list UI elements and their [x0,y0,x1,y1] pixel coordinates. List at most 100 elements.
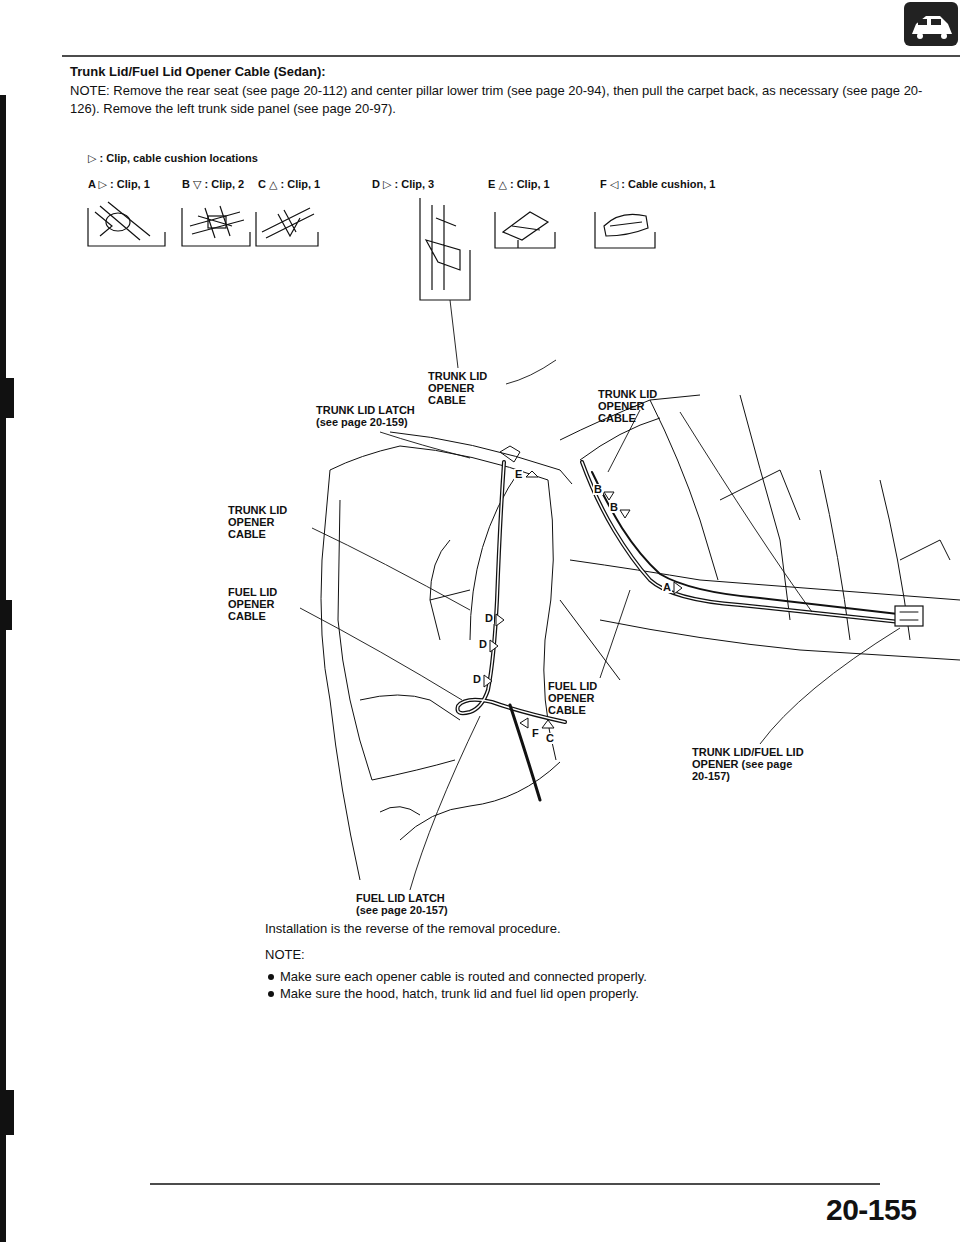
leader-line [410,716,480,890]
note-text: NOTE: Remove the rear seat (see page 20-… [70,82,950,117]
clip-legend-icons [190,206,244,238]
leader-line [312,528,470,610]
clip-markers [484,675,492,687]
page-frame [0,600,12,630]
callout-letter: D [484,613,494,624]
leader-line [760,628,900,744]
clip-markers [526,471,538,477]
clip-legend-icons [604,214,648,236]
clip-legend-icons [262,208,314,238]
note-heading: NOTE: [265,946,305,964]
clip-legend-icons [88,198,655,300]
cabin-illustration [650,400,718,580]
clip-legend-icons [595,212,655,248]
trunk-illustration [372,760,455,780]
clip-legend-icons [95,202,150,240]
clip-legend: F ◁ : Cable cushion, 1 [600,178,715,191]
leader-line [300,300,900,890]
bullet [268,974,274,980]
page-frame [918,19,927,25]
clip-legend: B ▽ : Clip, 2 [182,178,244,191]
callout-letter: B [609,502,619,513]
clip-legend-icons [503,212,548,248]
clip-legend: D ▷ : Clip, 3 [372,178,434,191]
trunk-illustration [400,446,548,480]
clip-markers [674,582,682,594]
callout-letter: B [593,484,603,495]
part-name: TRUNK LID LATCH (see page 20-159) [316,404,420,428]
page-frame [904,2,958,46]
opener-cable [582,462,900,622]
cabin-illustration [560,395,960,680]
part-name: TRUNK LID OPENER CABLE [598,388,682,424]
clip-legend-icons [88,208,165,246]
trunk-illustration [321,470,360,880]
trunk-illustration [360,695,460,720]
page-frame [0,378,14,418]
leader-line [450,300,458,368]
note-item: Make sure the hood, hatch, trunk lid and… [280,985,639,1003]
trunk-illustration [380,807,420,815]
leader-line [600,590,630,678]
cabin-illustration [720,470,800,520]
callout-letter: A [662,582,672,593]
opener-cable [458,462,566,800]
leader-line [506,360,556,384]
opener-cable [900,612,918,620]
part-name: FUEL LID OPENER CABLE [548,680,632,716]
page-frame [150,1183,880,1185]
callout-letter: D [478,639,488,650]
bullet [268,974,274,997]
opener-cable [582,462,900,622]
trunk-illustration [400,762,560,840]
clip-markers [484,471,682,728]
section-title: Trunk Lid/Fuel Lid Opener Cable (Sedan): [70,64,326,79]
instruction-text: Installation is the reverse of the remov… [265,920,561,938]
opener-cable [582,462,923,626]
page-number: 20-155 [826,1193,916,1227]
page-frame [62,55,960,57]
legend-heading: ▷ : Clip, cable cushion locations [88,152,258,165]
trunk-illustration [321,432,572,880]
part-name: FUEL LID OPENER CABLE [228,586,312,622]
cabin-illustration [560,600,620,680]
leader-line [680,412,812,612]
leader-line [380,432,470,458]
part-name: TRUNK LID OPENER CABLE [428,370,508,406]
clip-legend-icons [208,216,226,228]
bullet [268,991,274,997]
trunk-illustration [390,432,572,484]
page-frame [912,16,952,34]
callout-letter: F [531,728,540,739]
clip-markers [620,510,630,518]
trunk-illustration [338,500,372,780]
page-frame [931,19,941,25]
opener-cable [895,606,923,626]
clip-legend: A ▷ : Clip, 1 [88,178,150,191]
clip-markers [542,720,554,728]
opener-cable [592,472,898,614]
page-frame [0,1090,14,1135]
clip-markers [496,614,504,626]
part-name: TRUNK LID OPENER CABLE [228,504,312,540]
callout-letter: E [514,469,523,480]
leader-line [300,608,462,700]
clip-markers [604,492,614,500]
clip-markers [520,718,528,728]
opener-cable [510,705,540,800]
clip-legend: C △ : Clip, 1 [258,178,320,191]
clip-legend-icons [426,205,460,290]
cabin-illustration [580,418,660,460]
page-frame [941,33,947,39]
clip-markers [490,640,498,652]
note-item: Make sure each opener cable is routed an… [280,968,647,986]
trunk-illustration [330,446,400,470]
clip-legend-icons [495,212,555,248]
part-name: TRUNK LID/FUEL LID OPENER (see page 20-1… [692,746,810,782]
clip-legend: E △ : Clip, 1 [488,178,550,191]
page-frame [0,95,6,1242]
page-frame [917,33,923,39]
cabin-illustration [900,540,950,560]
